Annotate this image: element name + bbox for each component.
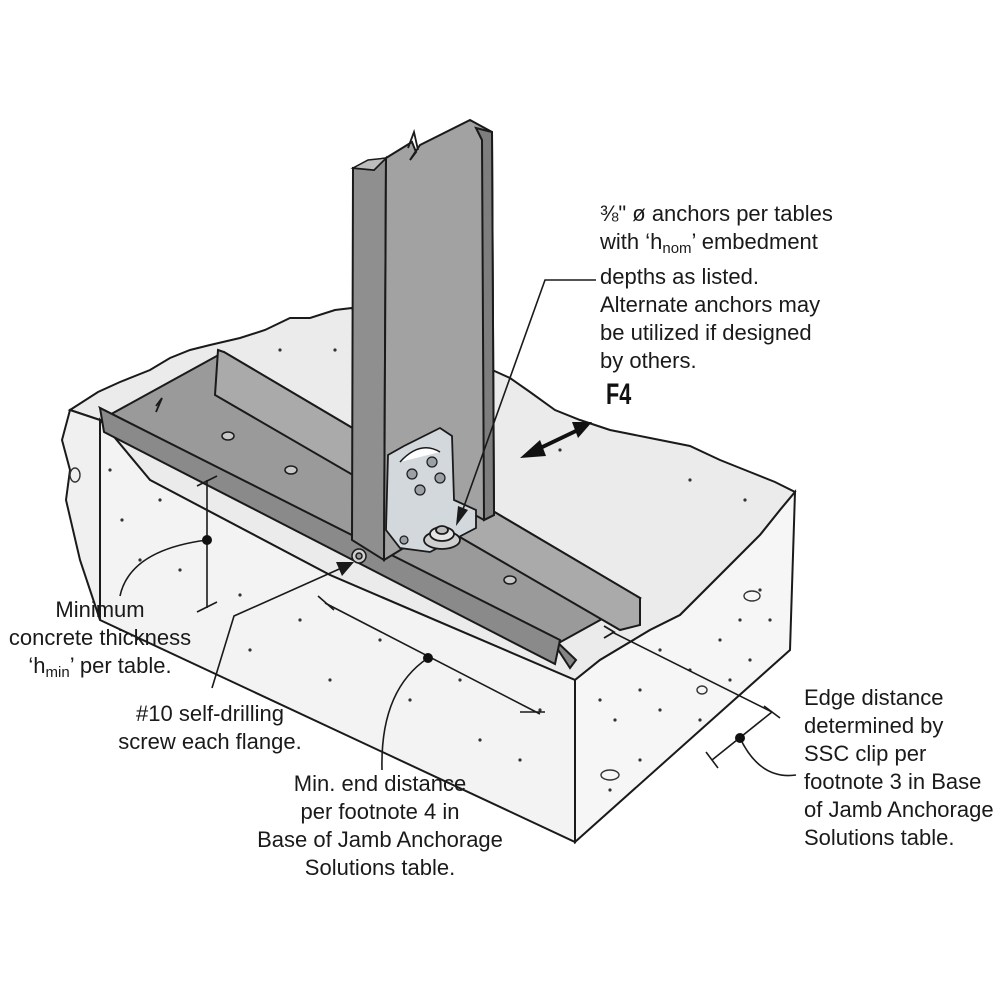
force-arrow-f4 — [520, 422, 592, 458]
callout-edge-distance-line-6: Solutions table. — [804, 825, 955, 850]
steel-stud-return-lip — [474, 126, 496, 522]
dimension-edge-distance-dot — [735, 733, 745, 743]
dimension-end-distance-dot — [423, 653, 433, 663]
concrete-aggregate-texture — [108, 348, 772, 792]
callout-screw: #10 self-drilling screw each flange. — [110, 700, 310, 756]
callout-edge-distance-line-2: determined by — [804, 713, 944, 738]
track-holes — [221, 431, 517, 585]
callout-anchors-line-1: ⅜" ø anchors per tables — [600, 201, 833, 226]
callout-edge-distance-line-5: of Jamb Anchorage — [804, 797, 994, 822]
concrete-aggregate-stones — [69, 467, 761, 781]
h-nom-subscript: nom — [662, 240, 692, 257]
callout-concrete-thickness-line-2: concrete thickness — [8, 625, 192, 650]
steel-track-front-lip — [98, 406, 562, 666]
callout-end-distance: Min. end distance per footnote 4 in Base… — [250, 770, 510, 882]
anchor-bolt — [423, 525, 461, 550]
h-min-subscript: min — [45, 664, 70, 681]
callout-edge-distance-line-4: footnote 3 in Base — [804, 769, 982, 794]
dimension-edge-distance — [611, 631, 797, 777]
callout-end-distance-line-2: per footnote 4 in — [300, 799, 460, 824]
concrete-slab-left-face — [60, 408, 101, 621]
callout-end-distance-line-3: Base of Jamb Anchorage — [257, 827, 503, 852]
self-drilling-screw — [351, 548, 367, 564]
callout-anchors: ⅜" ø anchors per tables with ‘hnom’ embe… — [600, 200, 833, 375]
force-label-f4: F4 — [606, 378, 632, 411]
break-line-stud — [407, 128, 419, 151]
break-line-track-right — [603, 625, 616, 639]
callout-screw-line-1: #10 self-drilling — [136, 701, 284, 726]
leader-anchors — [461, 279, 596, 513]
clip-cutout — [399, 447, 441, 463]
steel-stud-web — [350, 155, 388, 562]
dimension-concrete-thickness-dot — [202, 535, 212, 545]
clip-fastener-holes — [399, 456, 446, 545]
callout-concrete-thickness: Minimum concrete thickness ‘hmin’ per ta… — [0, 596, 200, 687]
callout-anchors-line-5: be utilized if designed — [600, 320, 812, 345]
callout-anchors-line-2: with ‘hnom’ embedment — [600, 229, 818, 257]
callout-anchors-line-4: Alternate anchors may — [600, 292, 821, 317]
callout-anchors-line-3: depths as listed. — [600, 264, 759, 289]
leader-anchors-arrowhead — [456, 506, 468, 526]
callout-edge-distance-line-3: SSC clip per — [804, 741, 927, 766]
break-line-track-left — [155, 397, 163, 413]
callout-end-distance-line-1: Min. end distance — [293, 771, 467, 796]
callout-edge-distance-line-1: Edge distance — [804, 685, 944, 710]
leader-screw-arrowhead — [336, 562, 354, 576]
callout-end-distance-line-4: Solutions table. — [304, 855, 456, 880]
callout-anchors-line-6: by others. — [600, 348, 697, 373]
callout-concrete-thickness-line-3: ‘hmin’ per table. — [28, 653, 172, 681]
concrete-slab-side-face — [574, 489, 797, 845]
callout-edge-distance: Edge distance determined by SSC clip per… — [804, 684, 994, 852]
leader-screw — [211, 565, 347, 689]
callout-screw-line-2: screw each flange. — [118, 729, 302, 754]
callout-concrete-thickness-line-1: Minimum — [55, 597, 145, 622]
steel-stud-top-lip — [350, 157, 389, 171]
